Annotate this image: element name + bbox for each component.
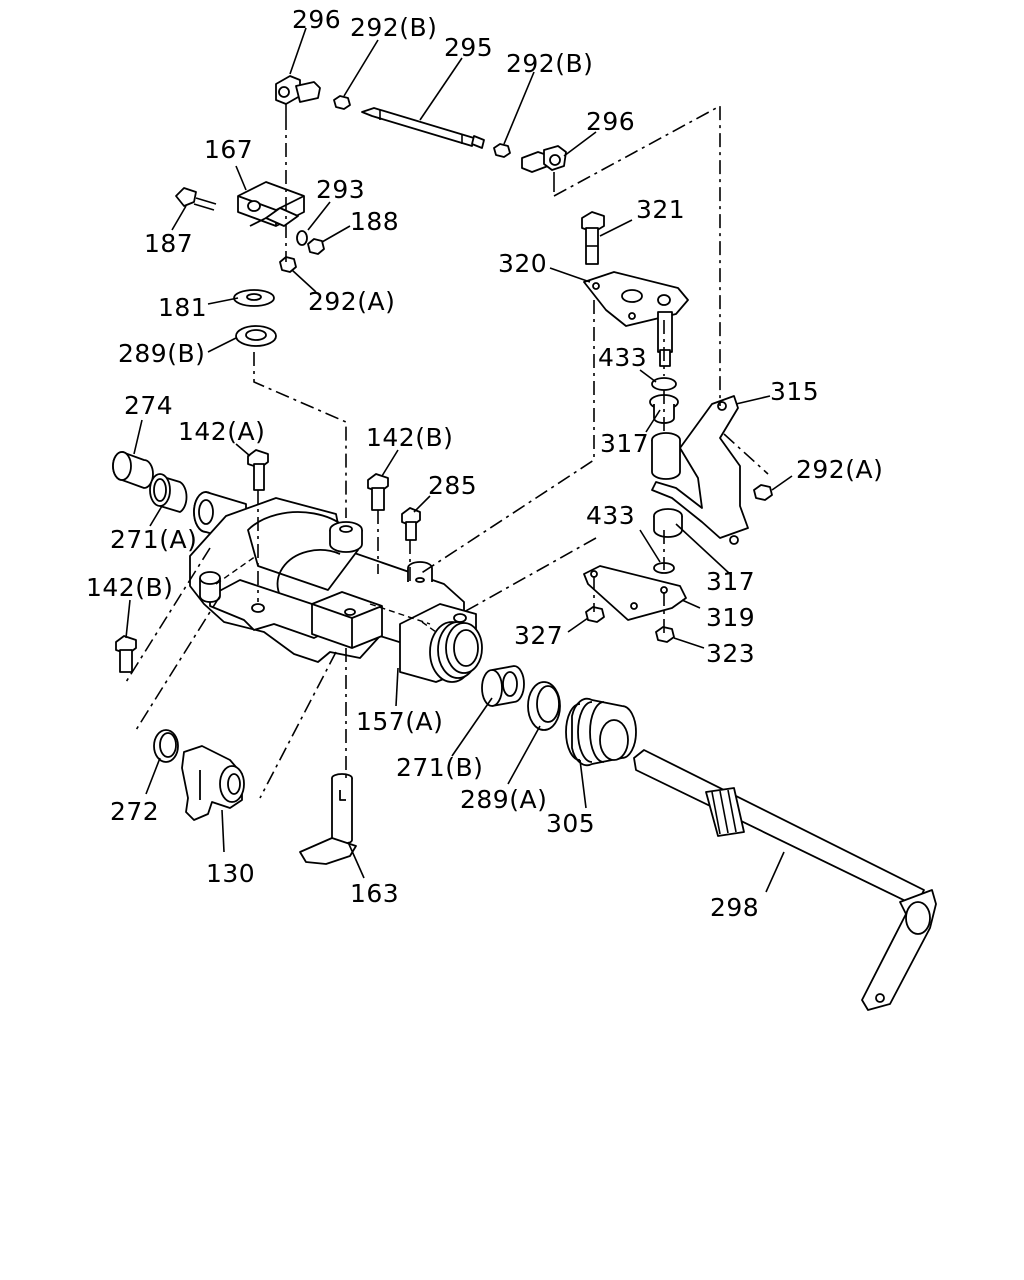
part-285-bolt: [401, 507, 421, 541]
label-433-1: 433: [598, 343, 647, 372]
label-292a-2: 292(A): [796, 455, 883, 484]
label-142b-1: 142(B): [366, 423, 453, 452]
part-321-bolt: [581, 211, 605, 265]
label-295: 295: [444, 33, 493, 62]
label-298: 298: [710, 893, 759, 922]
label-274: 274: [124, 391, 173, 420]
label-163: 163: [350, 879, 399, 908]
label-293: 293: [316, 175, 365, 204]
label-433-2: 433: [586, 501, 635, 530]
label-271a: 271(A): [110, 525, 197, 554]
part-292a-nut-2: [753, 484, 773, 501]
label-272: 272: [110, 797, 159, 826]
part-142b-bolt-upper: [367, 473, 389, 511]
label-292b-2: 292(B): [506, 49, 593, 78]
part-323-nut: [655, 626, 675, 643]
part-293-washer: [296, 230, 308, 246]
part-187-bolt: [175, 187, 217, 211]
part-271a-needle-bearing: [149, 473, 188, 513]
part-298-shaft-lever: [633, 749, 937, 1011]
label-157a: 157(A): [356, 707, 443, 736]
part-320-plate: [583, 271, 689, 367]
part-272-snap-ring: [153, 729, 179, 763]
part-433-washer-1: [651, 377, 677, 391]
label-292b-1: 292(B): [350, 13, 437, 42]
label-321: 321: [636, 195, 685, 224]
part-167-lever-block: [237, 181, 305, 227]
part-296-ball-joint-right: [521, 145, 567, 192]
part-317-bushing-lower: [653, 508, 683, 538]
label-320: 320: [498, 249, 547, 278]
label-271b: 271(B): [396, 753, 483, 782]
part-296-ball-joint-left: [275, 75, 321, 116]
part-289a-seal: [527, 681, 561, 731]
part-305-boot: [565, 697, 637, 767]
label-187: 187: [144, 229, 193, 258]
part-130-lever: [181, 745, 245, 821]
label-167: 167: [204, 135, 253, 164]
part-labels: 296 292(B) 295 292(B) 296 167 293 188 18…: [86, 5, 883, 922]
label-142a: 142(A): [178, 417, 265, 446]
label-315: 315: [770, 377, 819, 406]
label-323: 323: [706, 639, 755, 668]
part-292a-nut-1: [279, 256, 297, 273]
label-292a-1: 292(A): [308, 287, 395, 316]
label-289a: 289(A): [460, 785, 547, 814]
label-285: 285: [428, 471, 477, 500]
part-274-bushing: [112, 451, 154, 489]
label-305: 305: [546, 809, 595, 838]
label-142b-2: 142(B): [86, 573, 173, 602]
label-327: 327: [514, 621, 563, 650]
part-327-nut: [585, 606, 605, 623]
label-319: 319: [706, 603, 755, 632]
leader-lines: [125, 27, 793, 893]
part-163-pin-lever: [299, 773, 357, 865]
label-188: 188: [350, 207, 399, 236]
label-181: 181: [158, 293, 207, 322]
part-292b-nut-1: [333, 95, 351, 110]
part-188-nut: [307, 238, 325, 255]
part-142a-bolt: [247, 449, 269, 491]
part-271b-needle-bearing: [481, 665, 525, 707]
label-289b: 289(B): [118, 339, 205, 368]
label-130: 130: [206, 859, 255, 888]
part-289b-seal: [235, 325, 277, 347]
part-292b-nut-2: [493, 143, 511, 158]
assembly-dashed-lines: [125, 104, 769, 799]
label-317-2: 317: [706, 567, 755, 596]
label-317-1: 317: [600, 429, 649, 458]
part-317-bushing-middle: [651, 432, 681, 480]
part-181-star-washer: [233, 289, 275, 307]
label-296-right: 296: [586, 107, 635, 136]
label-296-left: 296: [292, 5, 341, 34]
part-295-rod: [361, 107, 485, 149]
part-142b-bolt-left: [115, 635, 137, 673]
